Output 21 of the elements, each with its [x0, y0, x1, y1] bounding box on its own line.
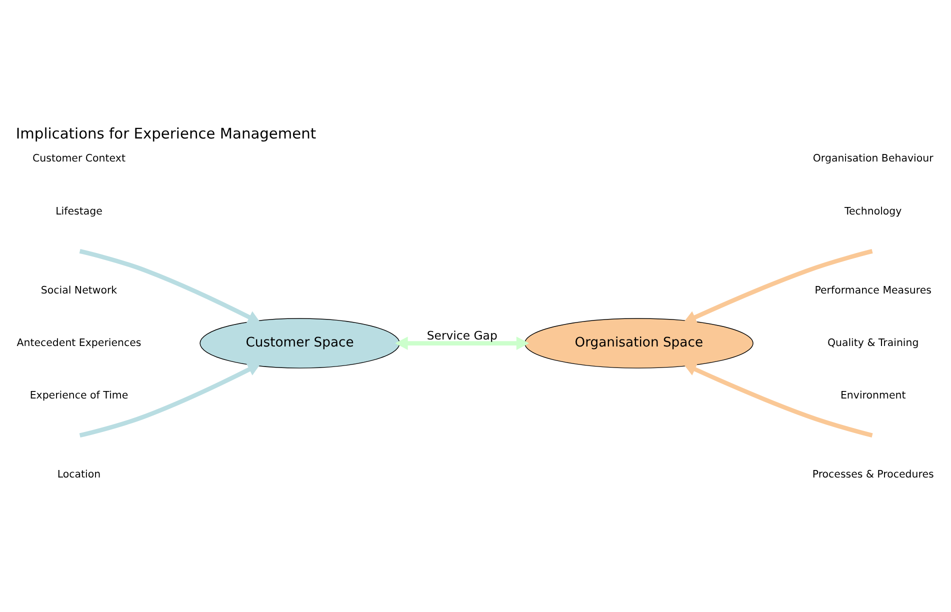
label: Social Network [40, 285, 118, 296]
label: Environment [840, 390, 906, 402]
diagram-title: Implications for Experience Management [16, 126, 316, 143]
node-ellipse: Organisation Space [524, 318, 754, 368]
arrow [683, 363, 873, 438]
arrow [683, 249, 873, 324]
label: Organisation Behaviour [812, 154, 934, 165]
label: Technology [844, 206, 902, 218]
label: Lifestage [56, 206, 102, 218]
label: Customer Context [32, 154, 126, 165]
arrow [79, 249, 261, 324]
edge-label: Service Gap [426, 328, 498, 342]
label: Experience of Time [30, 390, 128, 402]
node-ellipse: Customer Space [200, 318, 400, 368]
arrow [395, 336, 530, 350]
label: Antecedent Experiences [16, 338, 142, 349]
label: Location [57, 470, 101, 481]
label: Processes & Procedures [812, 470, 934, 481]
label: Quality & Training [827, 338, 919, 349]
arrow [79, 363, 261, 438]
label: Performance Measures [814, 285, 932, 296]
